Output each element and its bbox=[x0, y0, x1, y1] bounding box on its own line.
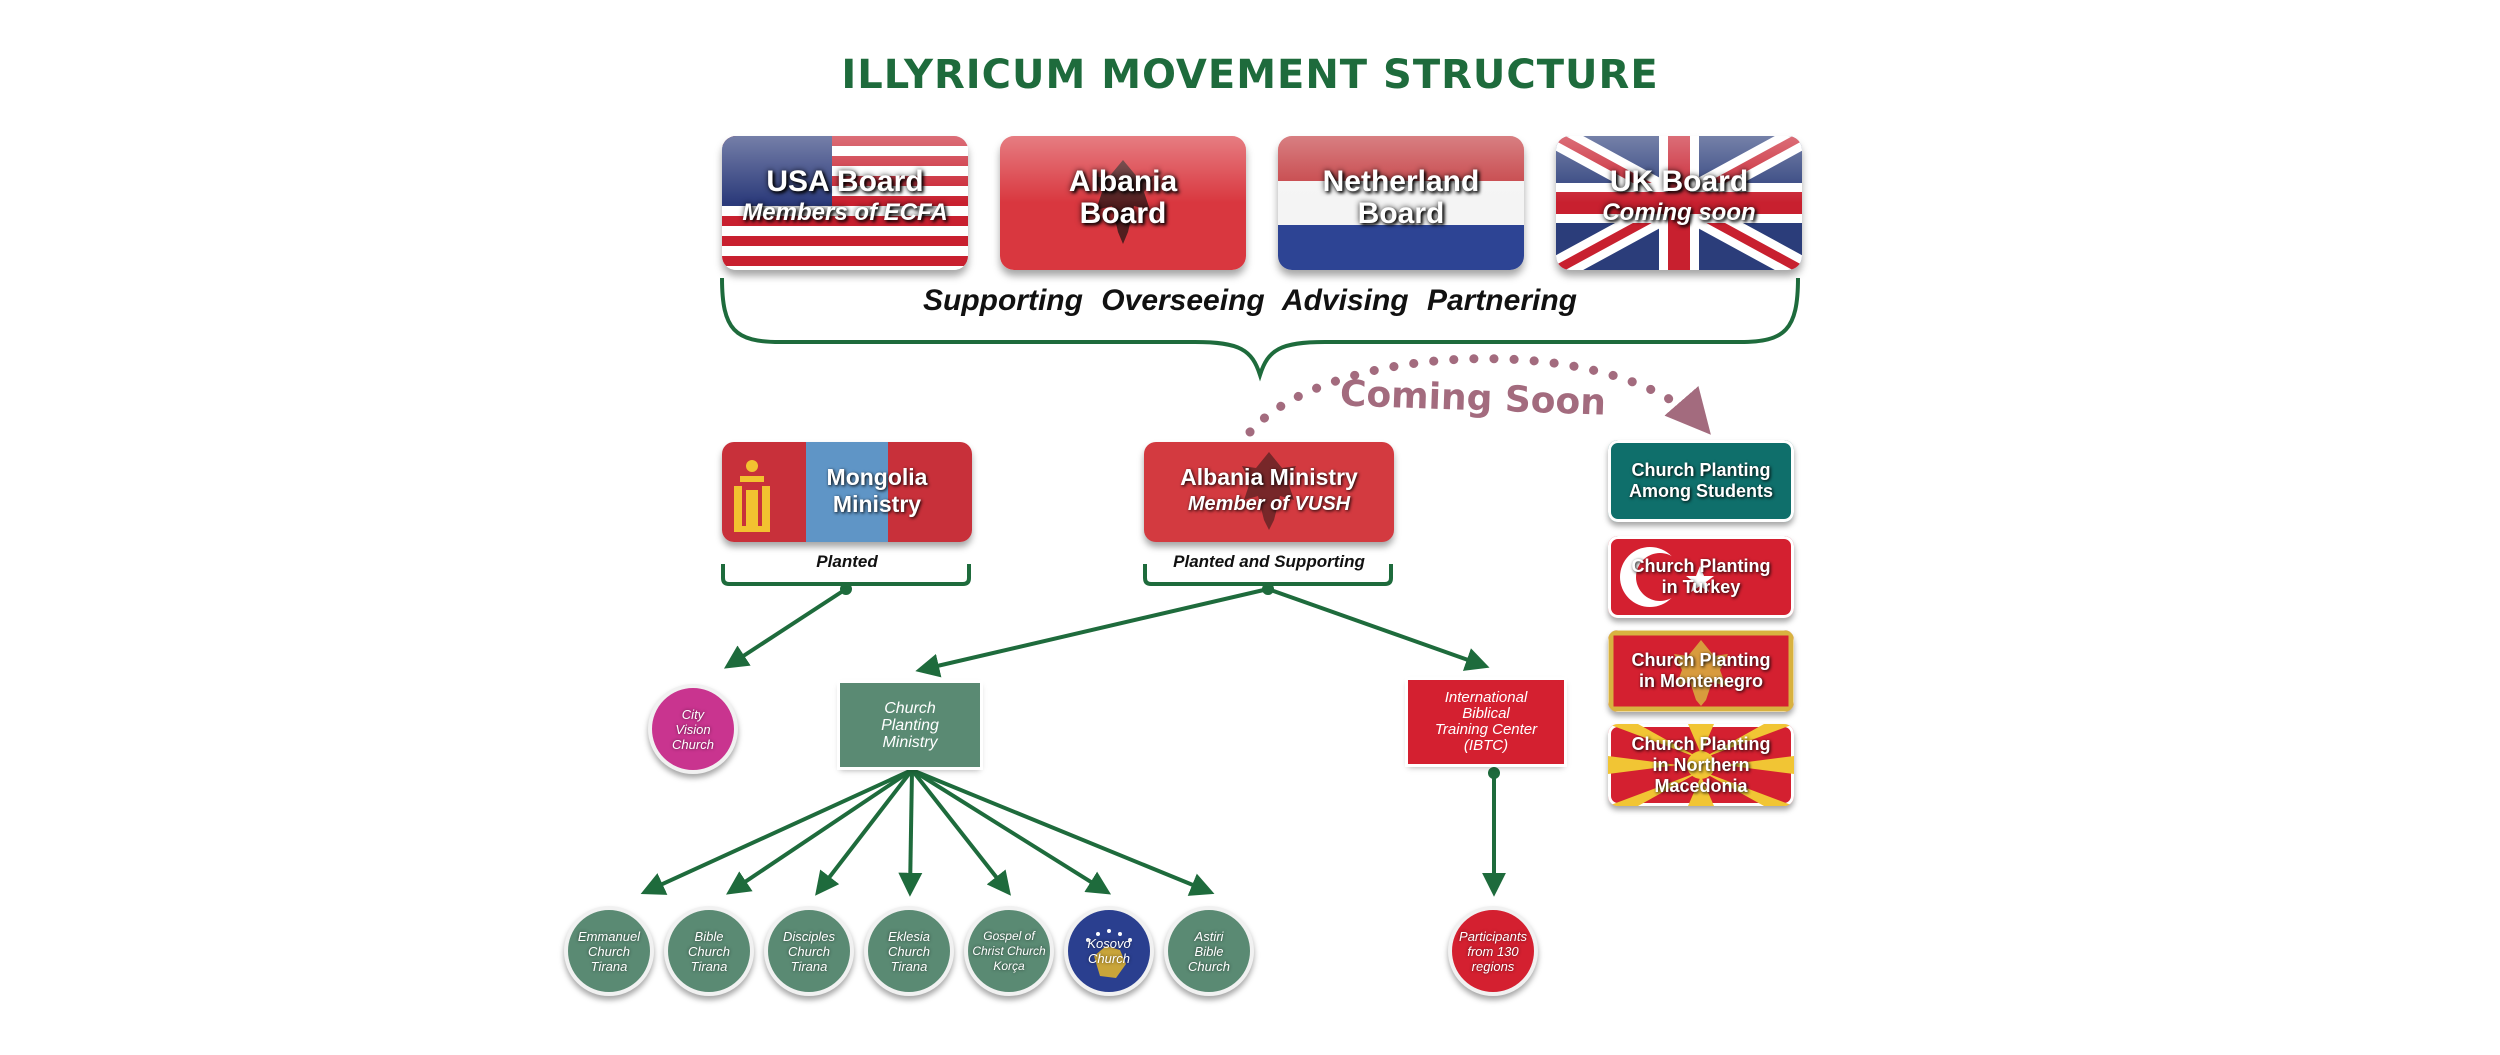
albania-ministry-label: Albania Ministry bbox=[1180, 464, 1358, 490]
cp1-l1: Church Planting bbox=[1631, 556, 1771, 576]
cp3-l1: Church Planting bbox=[1631, 733, 1771, 754]
diagram-title: ILLYRICUM MOVEMENT STRUCTURE bbox=[841, 52, 1659, 98]
netherland-board-label: Netherland bbox=[1322, 165, 1480, 198]
albania-ministry-caption: Planted and Supporting bbox=[1173, 552, 1365, 571]
kosovo-flag-icon bbox=[1086, 929, 1132, 978]
albania-ministry-sub: Member of VUSH bbox=[1187, 493, 1351, 515]
cpm-l2: Planting bbox=[881, 716, 939, 734]
cp3-l3: Macedonia bbox=[1654, 775, 1748, 796]
city-vision-l3: Church bbox=[672, 736, 714, 752]
uk-flag-icon bbox=[1556, 136, 1802, 270]
city-vision-l2: Vision bbox=[675, 721, 711, 737]
church-3-l2: Church bbox=[888, 943, 930, 959]
church-1-l2: Church bbox=[688, 943, 730, 959]
board-roles: Supporting Overseeing Advising Partnerin… bbox=[923, 284, 1577, 317]
church-4-l2: Christ Church bbox=[972, 943, 1046, 958]
coming-soon-arc bbox=[1245, 354, 1711, 437]
church-1-l3: Tirana bbox=[690, 958, 728, 974]
ibtc-l1: International bbox=[1444, 689, 1528, 706]
albania-board-label2: Board bbox=[1079, 197, 1167, 230]
church-6-l2: Bible bbox=[1194, 943, 1224, 959]
church-5-l2: Church bbox=[1088, 951, 1130, 966]
ibtc-l3: Training Center bbox=[1434, 721, 1538, 738]
turkey-flag-icon bbox=[1620, 547, 1714, 607]
church-3-l1: Eklesia bbox=[888, 928, 930, 944]
cp1-l2: in Turkey bbox=[1661, 577, 1741, 597]
church-arrows bbox=[640, 768, 1215, 897]
usa-board-sub: Members of ECFA bbox=[742, 199, 948, 226]
cpm-l3: Ministry bbox=[882, 733, 938, 751]
church-6-l3: Church bbox=[1188, 958, 1230, 974]
participants-l1: Participants bbox=[1459, 928, 1527, 944]
ibtc-l4: (IBTC) bbox=[1463, 737, 1509, 754]
usa-flag-icon bbox=[722, 136, 968, 270]
netherland-board-label2: Board bbox=[1357, 197, 1445, 230]
church-4-l3: Korça bbox=[993, 958, 1025, 973]
church-0-l3: Tirana bbox=[590, 958, 628, 974]
north-macedonia-flag-icon bbox=[1608, 724, 1794, 806]
albania-eagle-icon bbox=[1242, 452, 1296, 530]
cp2-l1: Church Planting bbox=[1631, 650, 1771, 670]
church-2-l2: Church bbox=[788, 943, 830, 959]
church-6-l1: Astiri bbox=[1194, 928, 1224, 944]
church-1-l1: Bible bbox=[694, 928, 724, 944]
participants-l2: from 130 bbox=[1467, 943, 1519, 959]
mongolia-label1: Mongolia bbox=[826, 464, 928, 490]
church-3-l3: Tirana bbox=[890, 958, 928, 974]
boards-brace bbox=[720, 277, 1800, 382]
church-2-l1: Disciples bbox=[782, 928, 835, 944]
montenegro-flag-icon bbox=[1608, 630, 1794, 712]
mongolia-caption: Planted bbox=[816, 552, 878, 571]
mongolia-flag-icon bbox=[722, 442, 972, 542]
usa-board-label: USA Board bbox=[766, 165, 924, 198]
cpm-l1: Church bbox=[884, 699, 936, 717]
church-4-l1: Gospel of bbox=[983, 928, 1035, 943]
albania-board-label: Albania bbox=[1068, 165, 1178, 198]
participants-l3: regions bbox=[1471, 958, 1515, 974]
ibtc-l2: Biblical bbox=[1462, 705, 1510, 722]
cp2-l2: in Montenegro bbox=[1639, 671, 1763, 691]
city-vision-l1: City bbox=[681, 706, 705, 722]
church-2-l3: Tirana bbox=[790, 958, 828, 974]
church-0-l1: Emmanuel bbox=[577, 928, 641, 944]
uk-board-label: UK Board bbox=[1609, 165, 1749, 198]
albania-flag-icon bbox=[1000, 136, 1246, 270]
church-0-l2: Church bbox=[588, 943, 630, 959]
mongolia-label2: Ministry bbox=[832, 491, 922, 517]
cp0-l1: Church Planting bbox=[1631, 460, 1771, 480]
netherlands-flag-icon bbox=[1278, 136, 1524, 270]
cp0-l2: Among Students bbox=[1629, 481, 1773, 501]
cp3-l2: in Northern bbox=[1652, 754, 1750, 775]
uk-board-sub: Coming soon bbox=[1602, 199, 1756, 226]
church-5-l1: Kosovo bbox=[1087, 936, 1131, 951]
